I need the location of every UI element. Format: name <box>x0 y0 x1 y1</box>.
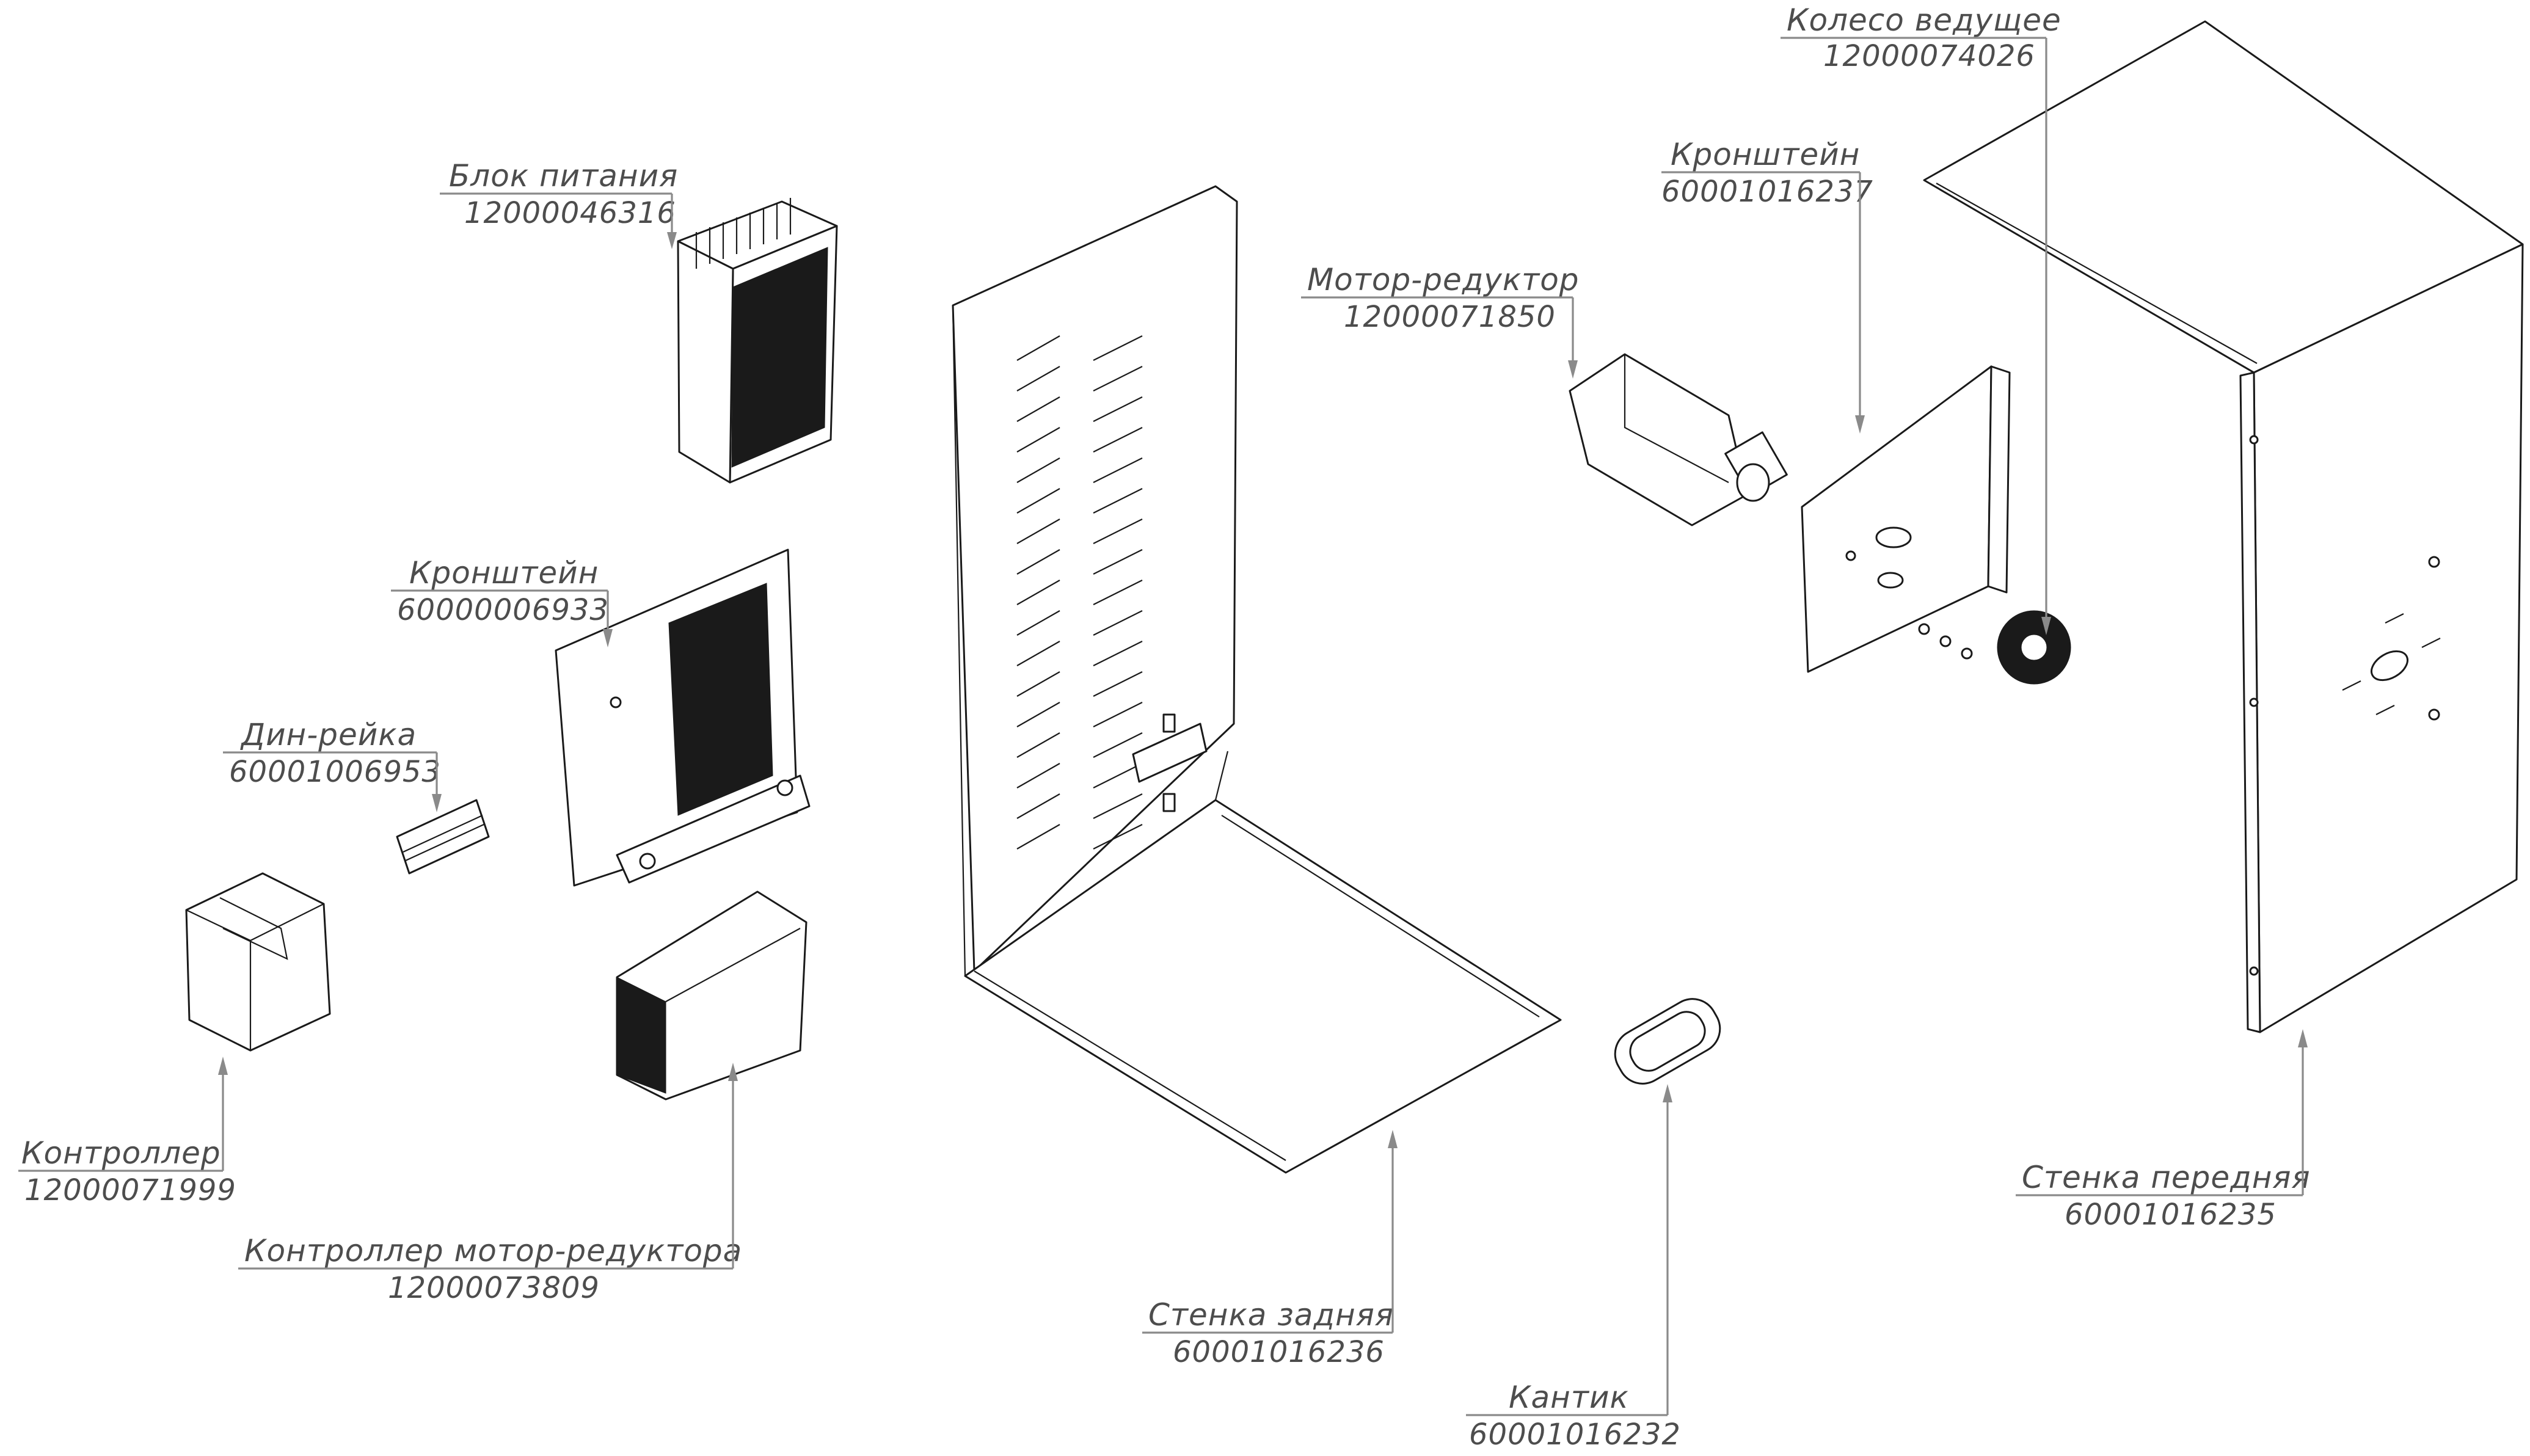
motor-controller-name: Контроллер мотор-редуктора <box>244 1233 742 1269</box>
wheel-code: 12000074026 <box>1823 39 2035 73</box>
controller-name: Контроллер <box>21 1135 221 1171</box>
bracket-motor-part <box>1801 365 2011 673</box>
front-wall-part <box>1923 20 2524 1033</box>
edging-code: 60001016232 <box>1469 1418 1681 1452</box>
edging-name: Кантик <box>1509 1380 1629 1415</box>
label-controller: Контроллер 12000071999 <box>18 1057 236 1207</box>
label-back-wall: Стенка задняя 60001016236 <box>1142 1130 1398 1369</box>
back-wall-name: Стенка задняя <box>1148 1297 1394 1333</box>
motor-controller-part <box>616 890 807 1101</box>
bracket-motor-name: Кронштейн <box>1671 137 1860 172</box>
bracket-part <box>555 548 811 887</box>
power-supply-code: 12000046316 <box>464 196 676 230</box>
label-din-rail: Дин-рейка 60001006953 <box>223 717 442 812</box>
label-edging: Кантик 60001016232 <box>1466 1084 1681 1452</box>
bracket-name: Кронштейн <box>409 555 599 591</box>
power-supply-name: Блок питания <box>449 158 678 194</box>
label-power-supply: Блок питания 12000046316 <box>440 158 678 249</box>
din-rail-name: Дин-рейка <box>240 717 417 752</box>
back-wall-code: 60001016236 <box>1173 1335 1385 1369</box>
front-wall-code: 60001016235 <box>2065 1198 2277 1232</box>
din-rail-code: 60001006953 <box>229 755 441 789</box>
bracket-motor-code: 60001016237 <box>1661 175 1873 209</box>
motor-reducer-name: Мотор-редуктор <box>1307 262 1580 297</box>
wheel-part <box>1918 610 2071 685</box>
label-bracket-motor: Кронштейн 60001016237 <box>1661 137 1873 434</box>
motor-reducer-part <box>1569 353 1788 526</box>
label-wheel: Колесо ведущее 12000074026 <box>1781 2 2062 635</box>
front-wall-name: Стенка передняя <box>2022 1160 2311 1195</box>
edging-part <box>1614 998 1721 1085</box>
back-wall-part <box>952 185 1562 1174</box>
motor-controller-code: 12000073809 <box>388 1271 600 1305</box>
label-front-wall: Стенка передняя 60001016235 <box>2016 1029 2311 1232</box>
controller-code: 12000071999 <box>24 1173 236 1207</box>
controller-part <box>185 872 331 1052</box>
power-supply-part <box>677 198 838 484</box>
din-rail-part <box>396 799 490 875</box>
label-motor-reducer: Мотор-редуктор 12000071850 <box>1301 262 1580 379</box>
label-motor-controller: Контроллер мотор-редуктора 12000073809 <box>238 1063 742 1305</box>
motor-reducer-code: 12000071850 <box>1344 300 1556 334</box>
label-bracket: Кронштейн 60000006933 <box>391 555 613 647</box>
wheel-name: Колесо ведущее <box>1787 2 2062 38</box>
bracket-code: 60000006933 <box>397 593 609 627</box>
